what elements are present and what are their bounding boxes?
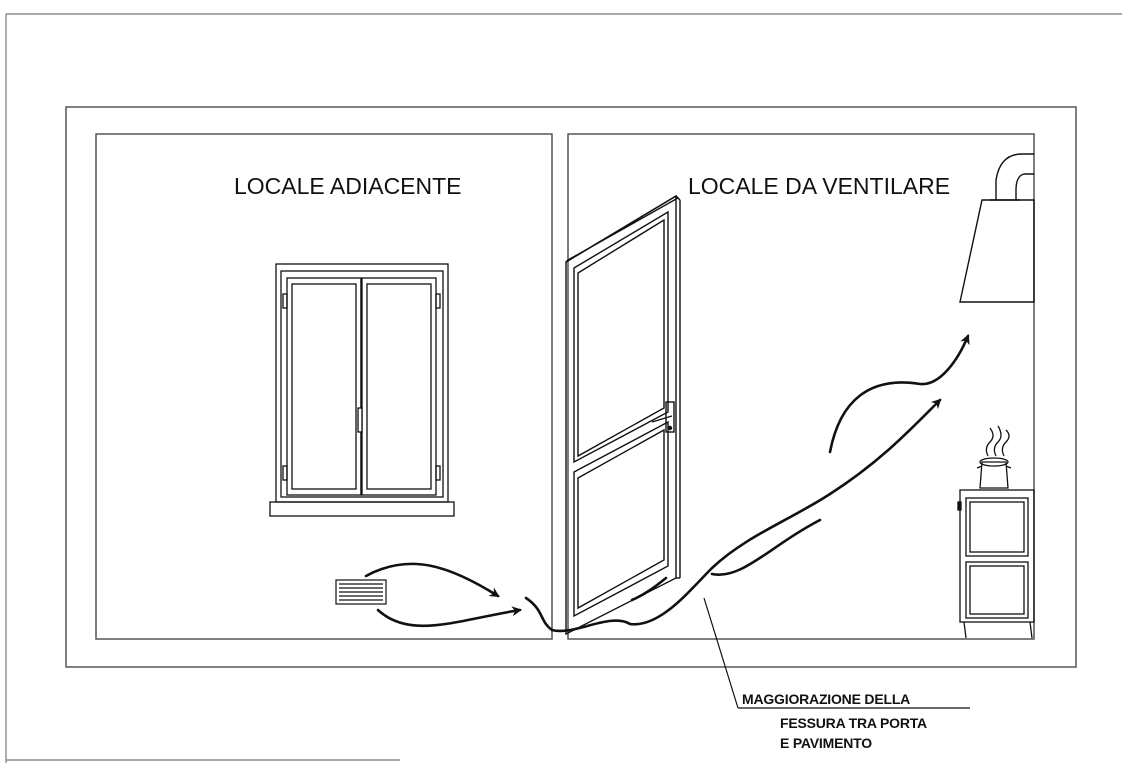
cooking-pot [976,425,1012,489]
annotation-line-3: E PAVIMENTO [780,735,872,751]
stove-cabinet [957,489,1035,639]
adjacent-room [95,133,553,640]
vent-grille [335,579,387,605]
sheet-border [5,13,1122,763]
airflow-under-door [524,398,942,633]
annotation-line-1: MAGGIORAZIONE DELLA [742,691,910,707]
airflow-eddy-2 [710,518,822,576]
door [565,194,681,636]
ventilated-room-label: LOCALE DA VENTILARE [688,173,950,199]
extractor-hood [959,153,1035,303]
airflow-to-hood [828,334,970,454]
building-outline [65,106,1077,668]
ventilated-room [567,133,1035,640]
airflow-eddy-1 [630,576,668,602]
annotation-line-2: FESSURA TRA PORTA [780,715,927,731]
annotation-leader [703,597,970,709]
airflow-arrow-upper [364,562,500,598]
airflow-arrow-lower [376,606,522,628]
adjacent-room-label: LOCALE ADIACENTE [234,173,462,199]
window [269,263,455,517]
airflow-arrows [364,334,970,633]
